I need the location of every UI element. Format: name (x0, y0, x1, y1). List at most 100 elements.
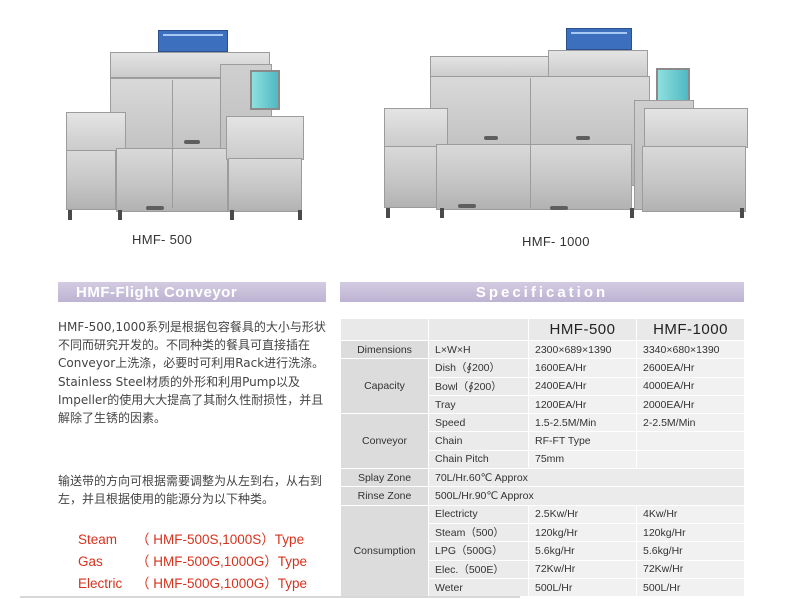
machine-handle (484, 136, 498, 140)
value-cell: 1.5-2.5M/Min (528, 413, 637, 433)
sub-label: L×W×H (428, 339, 529, 360)
row-label-conveyor: Conveyor (340, 413, 429, 470)
row-label-splay-zone: Splay Zone (340, 468, 429, 488)
machine-leg (740, 208, 744, 218)
value-cell: 3340×680×1390 (636, 339, 745, 360)
sub-label: LPG（500G） (428, 541, 529, 561)
panel-seam (530, 78, 531, 208)
value-cell: 4000EA/Hr (636, 376, 745, 396)
column-header-hmf-500: HMF-500 (528, 318, 637, 341)
type-name: Electric (78, 576, 123, 591)
value-cell: 5.6kg/Hr (636, 541, 745, 561)
type-name: Steam (78, 532, 118, 547)
row-label-dimensions: Dimensions (340, 339, 429, 360)
value-cell: 2300×689×1390 (528, 339, 637, 360)
unloading-table (226, 116, 304, 160)
specification-table: HMF-500 HMF-1000 Dimensions L×W×H 2300×6… (340, 318, 745, 598)
machine-handle (576, 136, 590, 140)
sub-label: Elec.（500E） (428, 559, 529, 579)
table-row: LPG（500G） 5.6kg/Hr 5.6kg/Hr (341, 541, 745, 561)
type-models: （ HMF-500G,1000G）Type (136, 554, 308, 569)
flight-conveyor-title: HMF-Flight Conveyor (76, 284, 238, 301)
header-blank-cell (428, 318, 529, 341)
unloading-table (644, 108, 748, 148)
machine-hmf-1000-image (380, 20, 750, 220)
description-paragraph-2: 输送带的方向可根据需要调整为从左到右，从右到左，并且根据使用的能源分为以下种类。 (58, 474, 323, 507)
value-cell: 1200EA/Hr (528, 394, 637, 415)
value-cell: 500L/Hr (528, 577, 637, 598)
specification-header: Specification (340, 282, 744, 302)
value-cell: 5.6kg/Hr (528, 541, 637, 561)
column-header-hmf-1000: HMF-1000 (636, 318, 745, 341)
bottom-divider (20, 596, 520, 598)
table-row: Bowl（∮200） 2400EA/Hr 4000EA/Hr (341, 376, 745, 396)
energy-type-list: Steam （ HMF-500S,1000S）Type Gas （ HMF-500G… (78, 528, 338, 594)
machine-leg (386, 208, 390, 218)
machine-hood (548, 50, 648, 78)
machine-leg (298, 210, 302, 220)
flight-conveyor-header: HMF-Flight Conveyor (58, 282, 326, 302)
machine-lower-body (436, 144, 632, 210)
value-cell: 120kg/Hr (636, 522, 745, 543)
table-row: Steam（500） 120kg/Hr 120kg/Hr (341, 522, 745, 543)
machine-glass-window (250, 70, 280, 110)
type-row-gas: Gas （ HMF-500G,1000G）Type (78, 550, 338, 572)
machine-hmf-500-image (62, 20, 312, 220)
control-panel (566, 28, 632, 50)
header-blank-cell (340, 318, 429, 341)
machine-pedal (146, 206, 164, 210)
type-models: （ HMF-500S,1000S）Type (136, 532, 305, 547)
row-label-consumption: Consumption (340, 504, 429, 598)
sub-label: Steam（500） (428, 522, 529, 543)
row-label-capacity: Capacity (340, 358, 429, 415)
value-cell: 2.5Kw/Hr (528, 504, 637, 524)
type-name: Gas (78, 554, 103, 569)
sub-label: Bowl（∮200） (428, 376, 529, 396)
unloading-cabinet (228, 158, 302, 212)
value-cell: 1600EA/Hr (528, 358, 637, 378)
machine-leg (68, 210, 72, 220)
value-cell (636, 449, 745, 470)
model-label-hmf-500: HMF- 500 (132, 232, 193, 247)
model-label-hmf-1000: HMF- 1000 (522, 234, 590, 249)
type-row-electric: Electric（ HMF-500G,1000G）Type (78, 572, 338, 594)
machine-leg (440, 208, 444, 218)
loading-table (384, 108, 448, 148)
value-cell: 72Kw/Hr (636, 559, 745, 579)
sub-label: Electricty (428, 504, 529, 524)
value-cell: 120kg/Hr (528, 522, 637, 543)
machine-leg (230, 210, 234, 220)
value-cell: 70L/Hr.60℃ Approx (428, 468, 745, 488)
sub-label: Speed (428, 413, 529, 433)
value-cell: 2-2.5M/Min (636, 413, 745, 433)
sub-label: Weter (428, 577, 529, 598)
machine-pedal (458, 204, 476, 208)
value-cell: 500L/Hr.90℃ Approx (428, 486, 745, 506)
row-label-rinse-zone: Rinse Zone (340, 486, 429, 506)
value-cell: RF-FT Type (528, 431, 637, 451)
machine-hood (430, 56, 560, 78)
panel-seam (172, 80, 173, 208)
table-row: Consumption Electricty 2.5Kw/Hr 4Kw/Hr (340, 504, 745, 598)
table-row: Dimensions L×W×H 2300×689×1390 3340×680×… (340, 339, 745, 360)
sub-label: Tray (428, 394, 529, 415)
machine-leg (118, 210, 122, 220)
value-cell: 4Kw/Hr (636, 504, 745, 524)
control-panel (158, 30, 228, 52)
value-cell (636, 431, 745, 451)
loading-cabinet (66, 150, 116, 210)
table-row: Chain Pitch 75mm (341, 449, 745, 470)
value-cell: 75mm (528, 449, 637, 470)
table-row: Capacity Dish（∮200） 1600EA/Hr 2600EA/Hr (340, 358, 745, 415)
table-row: Conveyor Speed 1.5-2.5M/Min 2-2.5M/Min (340, 413, 745, 470)
table-row: Splay Zone 70L/Hr.60℃ Approx (340, 468, 745, 488)
machine-handle (184, 140, 200, 144)
sub-label: Chain (428, 431, 529, 451)
sub-label: Chain Pitch (428, 449, 529, 470)
table-row: Weter 500L/Hr 500L/Hr (341, 577, 745, 598)
value-cell: 72Kw/Hr (528, 559, 637, 579)
specification-title: Specification (475, 284, 609, 301)
table-row: Tray 1200EA/Hr 2000EA/Hr (341, 394, 745, 415)
sub-label: Dish（∮200） (428, 358, 529, 378)
table-header-row: HMF-500 HMF-1000 (340, 318, 745, 341)
